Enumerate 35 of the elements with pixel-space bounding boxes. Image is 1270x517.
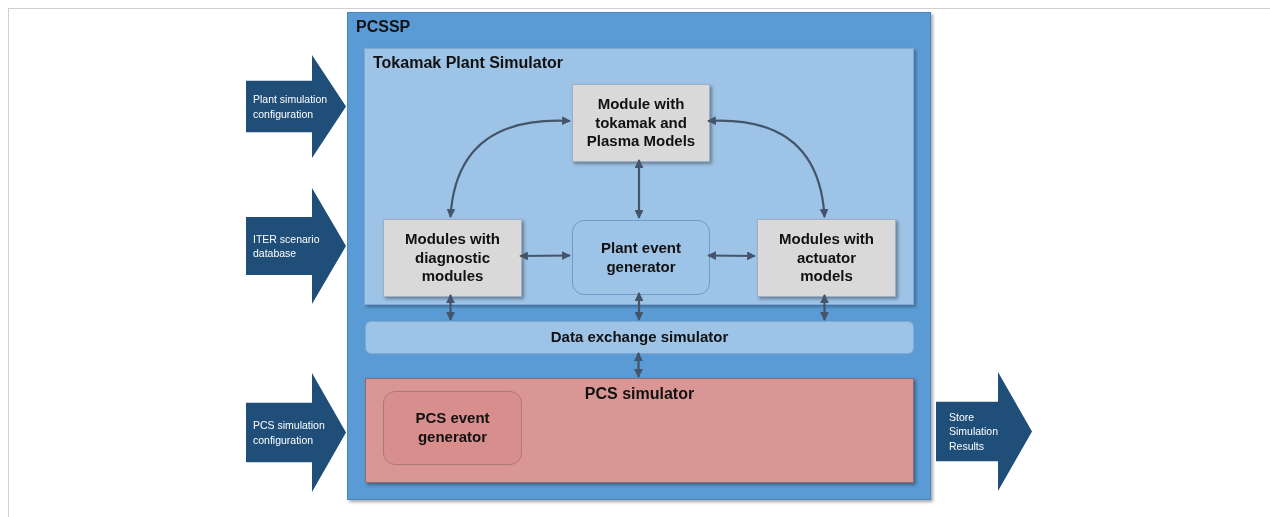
double-arrow: [634, 352, 643, 378]
box-label: Module with tokamak and Plasma Models: [585, 94, 697, 152]
banner-label: Store Simulation Results: [949, 410, 1000, 453]
module-box: [383, 219, 522, 297]
box-label: Modules with actuator models: [778, 229, 875, 287]
module-box: [757, 219, 896, 297]
bar-label: Data exchange simulator: [550, 328, 729, 347]
event-box: [383, 391, 522, 465]
banner-label: Plant simulation configuration: [253, 92, 329, 121]
system-panel: [347, 12, 931, 500]
double-arrow: [707, 251, 756, 261]
input-banner: [246, 55, 346, 158]
exchange-bar: [365, 321, 914, 354]
panel-title: Tokamak Plant Simulator: [373, 53, 563, 73]
banner-label: ITER scenario database: [253, 231, 321, 261]
simulator-panel: [364, 48, 914, 305]
double-arrow: [446, 116, 571, 218]
box-label: Modules with diagnostic modules: [404, 229, 501, 287]
event-box: [572, 220, 710, 295]
double-arrow: [820, 294, 829, 321]
double-arrow: [707, 116, 829, 218]
double-arrow: [446, 294, 455, 321]
box-label: Plant event generator: [600, 238, 682, 277]
panel-title: PCS simulator: [584, 384, 695, 404]
banner-label: PCS simulation configuration: [253, 418, 326, 447]
box-label: PCS event generator: [414, 409, 491, 447]
double-arrow: [634, 159, 644, 219]
double-arrow: [519, 251, 571, 261]
output-banner: [936, 372, 1032, 491]
module-box: [572, 84, 710, 162]
system-title: PCSSP: [356, 17, 411, 37]
input-banner: [246, 188, 346, 304]
double-arrow: [634, 292, 644, 321]
input-banner: [246, 373, 346, 492]
simulator-panel: [365, 378, 914, 483]
